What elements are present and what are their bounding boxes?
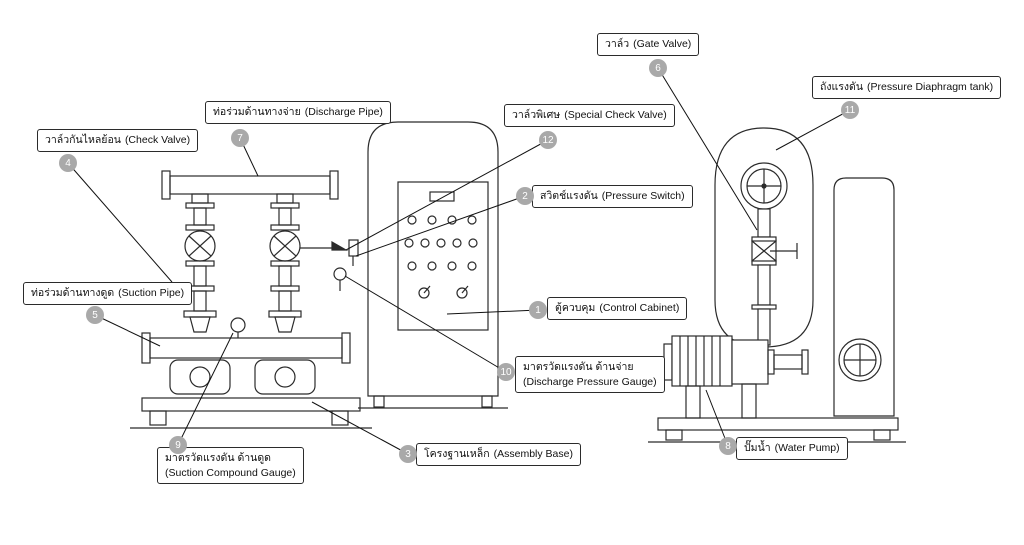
pump-skid-drawing: [130, 170, 372, 429]
label-pressure-tank: ถังแรงดัน(Pressure Diaphragm tank): [812, 76, 1002, 99]
badge-water-pump: 8: [719, 437, 737, 455]
label-pressure-switch-thai: สวิตช์แรงดัน: [540, 190, 598, 202]
tank-pump-drawing: [648, 127, 906, 443]
label-discharge-pipe: ท่อร่วมด้านทางจ่าย(Discharge Pipe): [205, 101, 391, 124]
callout-leader-lines: [67, 67, 851, 455]
badge-discharge-pipe: 7: [231, 129, 249, 147]
label-check-valve: วาล์วกันไหลย้อน(Check Valve): [37, 129, 199, 152]
label-pressure-switch: สวิตช์แรงดัน(Pressure Switch): [532, 185, 693, 208]
label-special-check-valve-thai: วาล์วพิเศษ: [512, 109, 561, 121]
label-pressure-switch-english: (Pressure Switch): [601, 190, 685, 202]
badge-suction-gauge: 9: [169, 436, 187, 454]
label-water-pump-english: (Water Pump): [774, 442, 840, 454]
label-check-valve-english: (Check Valve): [124, 134, 191, 146]
badge-check-valve: 4: [59, 154, 77, 172]
label-discharge-pipe-english: (Discharge Pipe): [304, 106, 383, 118]
label-control-cabinet-english: (Control Cabinet): [599, 302, 680, 314]
label-suction-pipe: ท่อร่วมด้านทางดูด(Suction Pipe): [23, 282, 193, 305]
badge-discharge-gauge: 10: [497, 363, 515, 381]
badge-suction-pipe: 5: [86, 306, 104, 324]
label-control-cabinet-thai: ตู้ควบคุม: [555, 302, 596, 314]
control-cabinet-drawing: [358, 121, 508, 409]
label-discharge-gauge-english: (Discharge Pressure Gauge): [523, 375, 657, 388]
label-assembly-base-thai: โครงฐานเหล็ก: [424, 448, 490, 460]
label-pressure-tank-english: (Pressure Diaphragm tank): [867, 81, 994, 93]
label-water-pump-thai: ปั๊มน้ำ: [744, 442, 771, 454]
label-special-check-valve: วาล์วพิเศษ(Special Check Valve): [504, 104, 675, 127]
label-discharge-pipe-thai: ท่อร่วมด้านทางจ่าย: [213, 106, 301, 118]
label-discharge-gauge: มาตรวัดแรงดัน ด้านจ่าย (Discharge Pressu…: [515, 356, 665, 394]
label-gate-valve-english: (Gate Valve): [633, 38, 692, 50]
label-suction-gauge-thai: มาตรวัดแรงดัน ด้านดูด: [165, 452, 271, 464]
label-assembly-base-english: (Assembly Base): [493, 448, 573, 460]
label-control-cabinet: ตู้ควบคุม(Control Cabinet): [547, 297, 688, 320]
label-pressure-tank-thai: ถังแรงดัน: [820, 81, 864, 93]
badge-gate-valve: 6: [649, 59, 667, 77]
label-gate-valve-thai: วาล์ว: [605, 38, 630, 50]
label-assembly-base: โครงฐานเหล็ก(Assembly Base): [416, 443, 581, 466]
badge-assembly-base: 3: [399, 445, 417, 463]
label-suction-pipe-english: (Suction Pipe): [118, 287, 185, 299]
badge-pressure-switch: 2: [516, 187, 534, 205]
badge-control-cabinet: 1: [529, 301, 547, 319]
label-water-pump: ปั๊มน้ำ(Water Pump): [736, 437, 848, 460]
label-check-valve-thai: วาล์วกันไหลย้อน: [45, 134, 121, 146]
label-suction-gauge-english: (Suction Compound Gauge): [165, 466, 296, 479]
badge-special-check-valve: 12: [539, 131, 557, 149]
label-suction-pipe-thai: ท่อร่วมด้านทางดูด: [31, 287, 115, 299]
label-gate-valve: วาล์ว(Gate Valve): [597, 33, 700, 56]
label-special-check-valve-english: (Special Check Valve): [564, 109, 667, 121]
label-discharge-gauge-thai: มาตรวัดแรงดัน ด้านจ่าย: [523, 361, 634, 373]
badge-pressure-tank: 11: [841, 101, 859, 119]
